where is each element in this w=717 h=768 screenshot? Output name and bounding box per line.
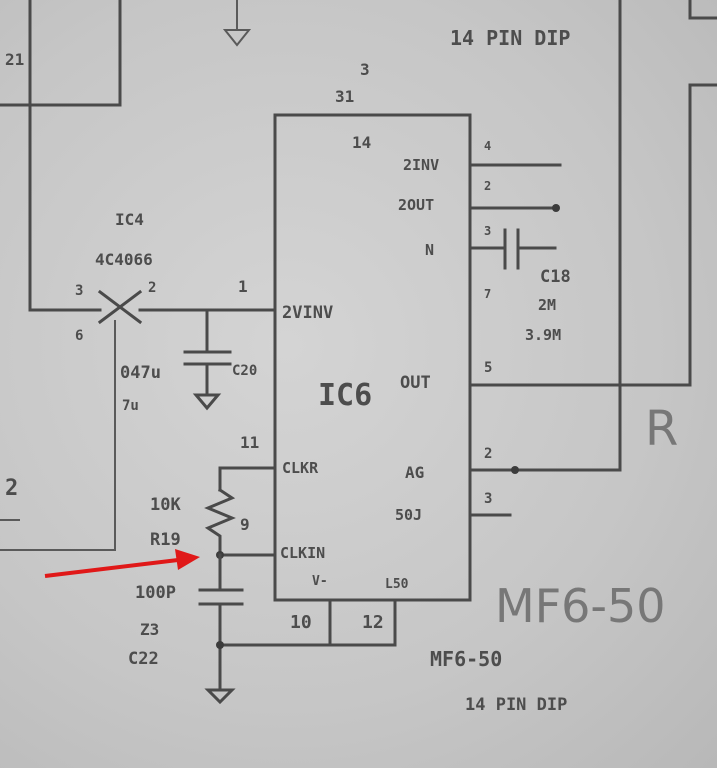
ground-top <box>222 0 252 47</box>
c22-value: 100P <box>135 583 176 603</box>
right-pin-num-2: 2 <box>484 179 491 193</box>
top-pin-number-3: 14 <box>352 133 371 152</box>
junction-ag <box>511 466 519 474</box>
ic4-switch-symbol <box>97 289 143 325</box>
corner-mark: R <box>645 401 678 457</box>
pin-line-out <box>468 83 717 387</box>
right-pin-num-1: 4 <box>484 139 491 153</box>
ic6-pin-out: OUT <box>400 373 431 393</box>
wire-top-left <box>0 0 122 107</box>
ic4-pin-out: 1 <box>238 277 248 296</box>
right-pin-num-6: 3 <box>484 491 492 507</box>
wire-clkr <box>218 466 277 492</box>
c18-value-1: 2M <box>538 296 556 314</box>
c20-value: 047u <box>120 363 161 383</box>
pkg-top-label: 14 PIN DIP <box>450 26 570 50</box>
wire-left-vertical <box>28 0 102 312</box>
c20-ref: C20 <box>232 363 257 379</box>
ic4-pin-bottom: 6 <box>75 328 83 344</box>
r19-ref: R19 <box>150 530 181 550</box>
ic6-pin-ag: AG <box>405 463 424 482</box>
right-pin-num-7: 7 <box>484 287 491 301</box>
ic6-pin-n: N <box>425 241 434 259</box>
resistor-r19 <box>204 487 236 562</box>
wire-bottom-pins <box>218 598 397 647</box>
pkg-bottom-label: 14 PIN DIP <box>465 695 567 715</box>
ic6-bottom-pin-10: 10 <box>290 612 312 633</box>
cap-c18-symbol <box>468 228 557 270</box>
left-edge-mark: 2 <box>5 476 18 501</box>
chip-code: MF6-50 <box>430 647 502 671</box>
ic4-pin-left: 3 <box>75 283 83 299</box>
ic4-ref: IC4 <box>115 210 144 229</box>
chip-name-handwritten: MF6-50 <box>495 579 666 633</box>
wire-ic4-down <box>0 320 116 551</box>
cap-c20-symbol <box>183 308 232 411</box>
top-pin-number-1: 3 <box>360 60 370 79</box>
ic4-part: 4C4066 <box>95 250 153 269</box>
right-box-top <box>688 0 717 20</box>
ic6-pin-50j: 50J <box>395 506 422 524</box>
c22-prefix: Z3 <box>140 620 159 639</box>
ic6-bottom-pin-12: 12 <box>362 612 384 633</box>
ic6-pin-clkr: CLKR <box>282 459 319 477</box>
ic6-body <box>273 113 472 602</box>
ic6-pin-num-clkr: 11 <box>240 433 259 452</box>
ic6-pin-2inv: 2INV <box>403 156 439 174</box>
right-pin-num-4: 5 <box>484 360 492 376</box>
ic6-ref: IC6 <box>318 378 372 413</box>
ic6-pin-clkin: CLKIN <box>280 544 325 562</box>
ic6-pin-num-clkin: 9 <box>240 515 250 534</box>
partial-net-label: 21 <box>5 50 24 69</box>
ic6-bottom-pin-label-1: V- <box>312 574 328 589</box>
top-pin-number-2: 31 <box>335 87 354 106</box>
junction-2out <box>552 204 560 212</box>
c18-ref: C18 <box>540 267 571 287</box>
right-pin-num-3: 3 <box>484 224 491 238</box>
ic6-pin-2out: 2OUT <box>398 196 434 214</box>
c18-value-2: 3.9M <box>525 326 561 344</box>
ic4-pin-right: 2 <box>148 280 156 296</box>
cap-c22-symbol <box>198 553 244 705</box>
right-pin-num-5: 2 <box>484 446 492 462</box>
r19-value: 10K <box>150 495 181 515</box>
c20-sub: 7u <box>122 398 139 414</box>
ic6-pin-2vinv: 2VINV <box>282 303 333 323</box>
junction-bottom <box>216 641 224 649</box>
pointer-arrow <box>44 549 200 578</box>
c22-ref: C22 <box>128 649 159 669</box>
pin-line-ag <box>468 0 622 472</box>
ic6-bottom-pin-label-2: L50 <box>385 577 409 592</box>
